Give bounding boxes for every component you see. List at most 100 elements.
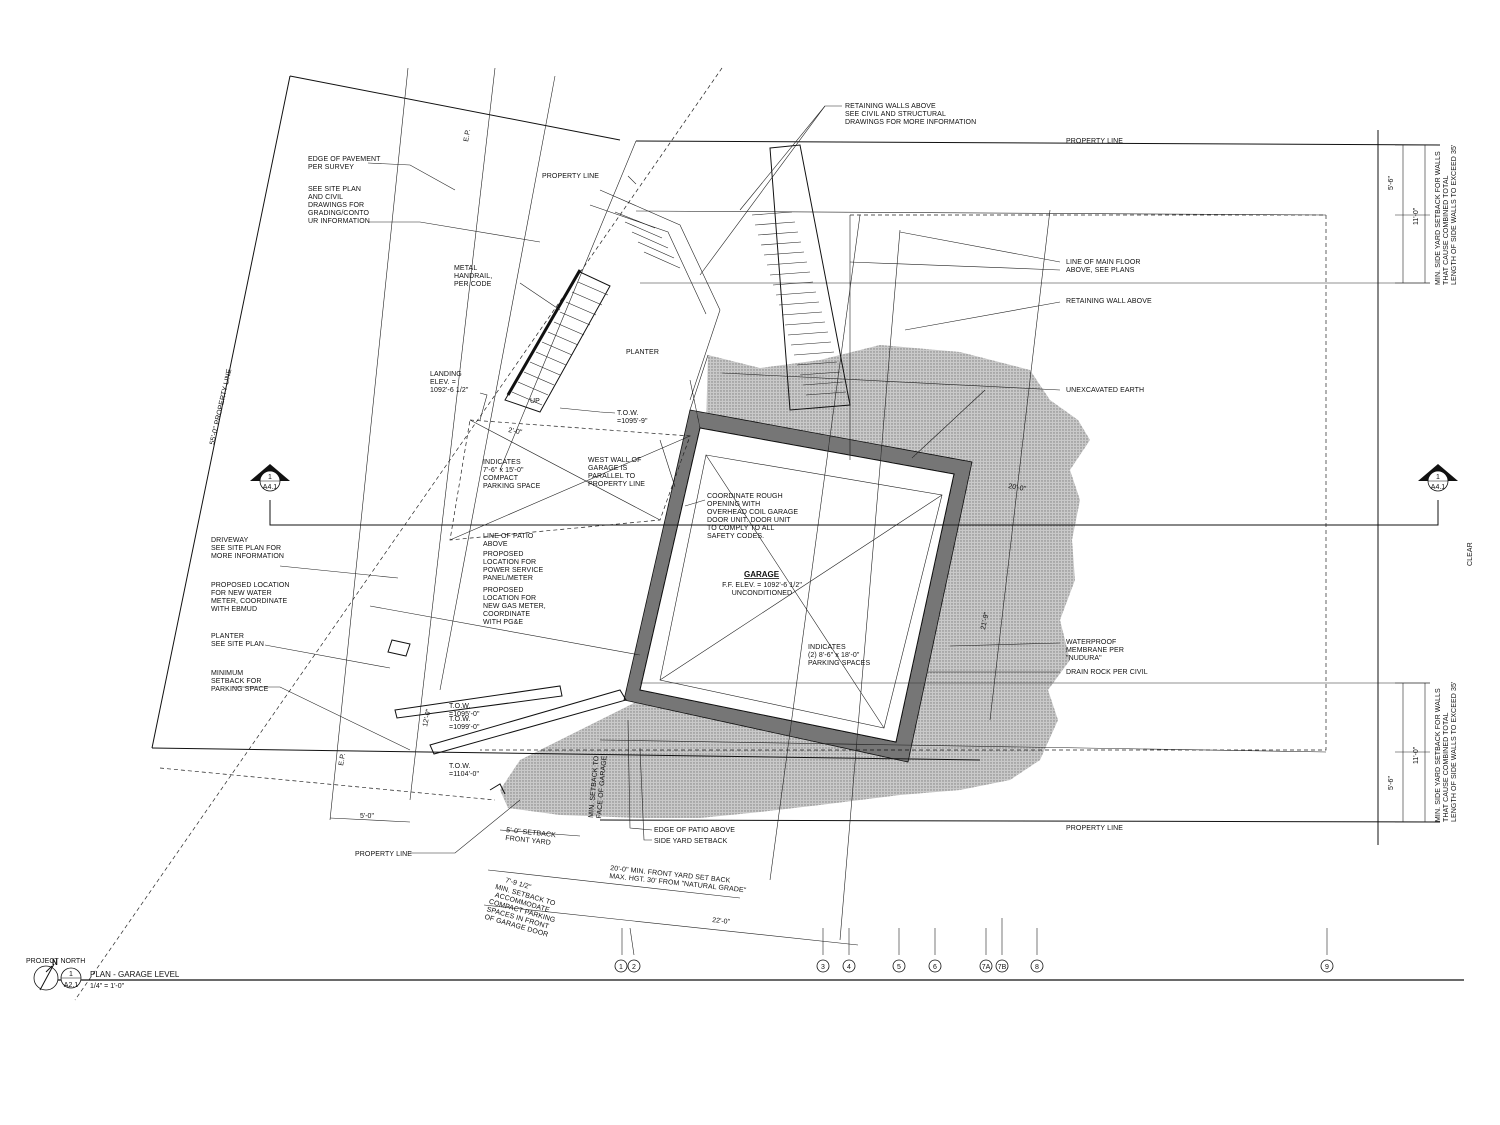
- svg-text:INDICATES(2) 8'-6" x 18'-0"PAR: INDICATES(2) 8'-6" x 18'-0"PARKING SPACE…: [808, 644, 870, 667]
- grid-bubble: 7A: [979, 959, 993, 973]
- svg-text:A4.1: A4.1: [1431, 484, 1446, 491]
- svg-text:N: N: [52, 958, 58, 967]
- svg-text:11'-0": 11'-0": [1413, 207, 1420, 225]
- garage-title: GARAGE: [744, 570, 780, 579]
- lower-retaining-walls: [369, 605, 641, 795]
- svg-text:8: 8: [1035, 964, 1039, 971]
- svg-text:2'-0": 2'-0": [508, 427, 523, 436]
- svg-text:22'-0": 22'-0": [712, 917, 731, 926]
- svg-text:SIDE YARD SETBACK: SIDE YARD SETBACK: [654, 838, 728, 845]
- svg-text:5'-6": 5'-6": [1388, 176, 1395, 190]
- property-line-left-label: PROPERTY LINE: [355, 851, 412, 858]
- leader-lines: [232, 105, 1061, 854]
- section-marker-left: 1 A4.1: [250, 464, 290, 492]
- svg-text:T.O.W.=1095'-0": T.O.W.=1095'-0": [449, 703, 480, 718]
- svg-text:T.O.W.=1104'-0": T.O.W.=1104'-0": [449, 763, 480, 778]
- grid-bubble: 7B: [995, 959, 1009, 973]
- grid-bubble: 2: [627, 959, 641, 973]
- svg-text:11'-0": 11'-0": [1413, 746, 1420, 764]
- svg-text:7'-9 1/2"MIN. SETBACK TOACCOMM: 7'-9 1/2"MIN. SETBACK TOACCOMMODATECOMPA…: [484, 874, 563, 939]
- property-line-bottom-label: PROPERTY LINE: [1066, 825, 1123, 832]
- svg-text:5'-6": 5'-6": [1388, 776, 1395, 790]
- drawing-title: PLAN - GARAGE LEVEL: [90, 970, 180, 979]
- exterior-stair: [504, 189, 721, 413]
- grid-bubble: 9: [1320, 959, 1334, 973]
- compact-parking: [449, 419, 691, 541]
- svg-text:20'-0": 20'-0": [1008, 483, 1027, 493]
- grid-bubble: 3: [816, 959, 830, 973]
- grid-ticks: [621, 918, 1328, 956]
- svg-text:9: 9: [1325, 964, 1329, 971]
- svg-text:7A: 7A: [982, 964, 991, 971]
- svg-text:7B: 7B: [998, 964, 1007, 971]
- svg-text:1: 1: [69, 971, 73, 978]
- drawing-scale: 1/4" = 1'-0": [90, 983, 125, 990]
- svg-text:MIN. SIDE YARD SETBACK FOR WAL: MIN. SIDE YARD SETBACK FOR WALLSTHAT CAU…: [1435, 682, 1458, 822]
- right-dimensions: [1395, 144, 1430, 823]
- svg-text:DRAIN ROCK PER CIVIL: DRAIN ROCK PER CIVIL: [1066, 669, 1148, 676]
- svg-text:T.O.W.=1095'-9": T.O.W.=1095'-9": [617, 410, 648, 425]
- retaining-stair: [751, 144, 851, 411]
- svg-text:6: 6: [933, 964, 937, 971]
- property-line-top-label: PROPERTY LINE: [1066, 138, 1123, 145]
- svg-text:A2.1: A2.1: [64, 982, 79, 989]
- property-lines: [151, 75, 1441, 845]
- svg-text:EDGE OF PATIO ABOVE: EDGE OF PATIO ABOVE: [654, 827, 735, 834]
- svg-text:RETAINING WALL ABOVE: RETAINING WALL ABOVE: [1066, 298, 1152, 305]
- section-marker-right: 1 A4.1: [1418, 464, 1458, 492]
- grid-bubble: 4: [842, 959, 856, 973]
- svg-text:A4.1: A4.1: [263, 484, 278, 491]
- front-yard-dimensions: [329, 817, 859, 946]
- svg-text:E.P.: E.P.: [338, 753, 347, 767]
- svg-text:E.P.: E.P.: [463, 129, 472, 143]
- site-diagonals: [74, 67, 1051, 1001]
- svg-text:5: 5: [897, 964, 901, 971]
- grid-bubbles: 1 2 3 4 5 6 7A 7B 8 9: [614, 959, 1334, 973]
- grid-bubble: 1: [614, 959, 628, 973]
- svg-text:CLEAR: CLEAR: [1467, 542, 1474, 566]
- svg-text:F.F. ELEV. = 1092'-6 1/2"UNCON: F.F. ELEV. = 1092'-6 1/2"UNCONDITIONED: [722, 582, 802, 597]
- section-cut-line: [269, 500, 1439, 526]
- svg-text:UNEXCAVATED EARTH: UNEXCAVATED EARTH: [1066, 387, 1144, 394]
- property-line-vertical-label: 55'-0" PROPERTY LINE: [209, 368, 233, 445]
- svg-text:1: 1: [619, 964, 623, 971]
- svg-text:PROJECT NORTH: PROJECT NORTH: [26, 958, 85, 965]
- svg-text:5'-0" SETBACKFRONT YARD: 5'-0" SETBACKFRONT YARD: [505, 827, 556, 847]
- svg-text:3: 3: [821, 964, 825, 971]
- svg-text:21'-9": 21'-9": [980, 611, 991, 630]
- garage-slab: [639, 427, 955, 743]
- grid-bubble: 6: [928, 959, 942, 973]
- svg-text:12'-0": 12'-0": [422, 708, 433, 727]
- svg-text:UP: UP: [530, 398, 540, 405]
- dimension-text: 5'-6" 11'-0" 5'-6" 11'-0" 5'-0" 22'-0" 2…: [360, 176, 1420, 926]
- grid-bubble: 5: [892, 959, 906, 973]
- title-block: N PROJECT NORTH 1 A2.1 PLAN - GARAGE LEV…: [26, 958, 180, 991]
- svg-text:T.O.W.=1099'-0": T.O.W.=1099'-0": [449, 716, 480, 731]
- svg-text:MIN. SIDE YARD SETBACK FOR WAL: MIN. SIDE YARD SETBACK FOR WALLSTHAT CAU…: [1435, 145, 1458, 285]
- svg-text:PLANTER: PLANTER: [626, 349, 659, 356]
- svg-text:5'-0": 5'-0": [360, 813, 374, 820]
- svg-text:4: 4: [847, 964, 851, 971]
- svg-text:2: 2: [632, 964, 636, 971]
- svg-text:1: 1: [268, 474, 272, 481]
- svg-text:20'-0" MIN. FRONT YARD SET BAC: 20'-0" MIN. FRONT YARD SET BACKMAX. HGT.…: [609, 865, 748, 894]
- svg-text:1: 1: [1436, 474, 1440, 481]
